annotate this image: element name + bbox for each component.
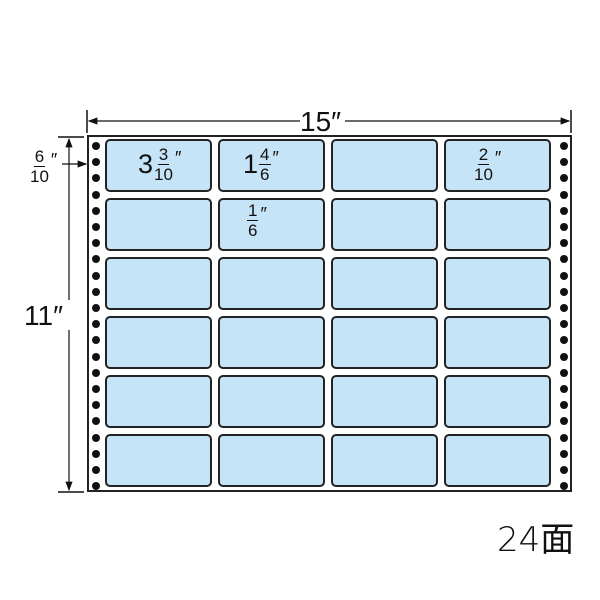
label-cell [105, 139, 212, 192]
tractor-hole [560, 449, 568, 458]
tractor-hole [92, 368, 100, 377]
label-cell [444, 257, 551, 310]
tractor-hole [92, 142, 100, 150]
tractor-hole [560, 271, 568, 280]
tractor-hole [92, 433, 100, 442]
tractor-hole [92, 223, 100, 231]
label-cell [218, 375, 325, 428]
tractor-hole [92, 352, 100, 361]
label-cell [105, 316, 212, 369]
tractor-hole [92, 482, 100, 491]
tractor-hole [92, 239, 100, 248]
label-cell [331, 434, 438, 487]
tractor-hole [92, 449, 100, 458]
label-cell [105, 198, 212, 251]
tractor-hole [560, 287, 568, 296]
tractor-hole [560, 336, 568, 345]
tractor-hole [560, 320, 568, 329]
label-cell [331, 139, 438, 192]
tractor-hole [560, 174, 568, 183]
tractor-hole [560, 304, 568, 312]
label-cell [218, 434, 325, 487]
label-cell [218, 198, 325, 251]
tractor-hole [92, 336, 100, 345]
tractor-hole [92, 401, 100, 410]
tractor-hole [560, 206, 568, 215]
tractor-hole [560, 385, 568, 393]
tractor-hole [560, 352, 568, 361]
label-count: 24面 [497, 520, 575, 560]
sheet-height-dimension: 11″ [24, 300, 63, 331]
tractor-hole [92, 466, 100, 474]
label-cell [105, 257, 212, 310]
label-cell [444, 316, 551, 369]
tractor-hole [92, 385, 100, 393]
label-cell [331, 257, 438, 310]
tractor-hole [92, 174, 100, 183]
label-cell [444, 198, 551, 251]
tractor-hole [560, 433, 568, 442]
label-cell [444, 434, 551, 487]
tractor-hole [560, 239, 568, 248]
tractor-hole [92, 320, 100, 329]
tractor-hole [92, 287, 100, 296]
tractor-hole [560, 482, 568, 491]
label-cell [105, 375, 212, 428]
tractor-hole [560, 255, 568, 264]
tractor-hole [560, 158, 568, 167]
tractor-hole [560, 417, 568, 426]
label-cell [105, 434, 212, 487]
label-cell [218, 139, 325, 192]
tractor-hole [92, 190, 100, 199]
tractor-hole [560, 466, 568, 474]
tractor-hole [92, 417, 100, 426]
label-cell [331, 198, 438, 251]
tractor-hole [560, 401, 568, 410]
tractor-hole [92, 271, 100, 280]
continuous-form-sheet [87, 135, 572, 492]
tractor-hole [92, 158, 100, 167]
tractor-hole [92, 255, 100, 264]
label-cell [331, 316, 438, 369]
label-cell [444, 375, 551, 428]
tractor-hole [560, 368, 568, 377]
tractor-hole [92, 206, 100, 215]
sheet-width-dimension: 15″ [300, 106, 342, 137]
tractor-hole [560, 223, 568, 231]
label-cell [444, 139, 551, 192]
tractor-hole [560, 190, 568, 199]
label-cell [218, 316, 325, 369]
label-cell [331, 375, 438, 428]
label-cell [218, 257, 325, 310]
tractor-hole [92, 304, 100, 312]
tractor-hole [560, 142, 568, 150]
